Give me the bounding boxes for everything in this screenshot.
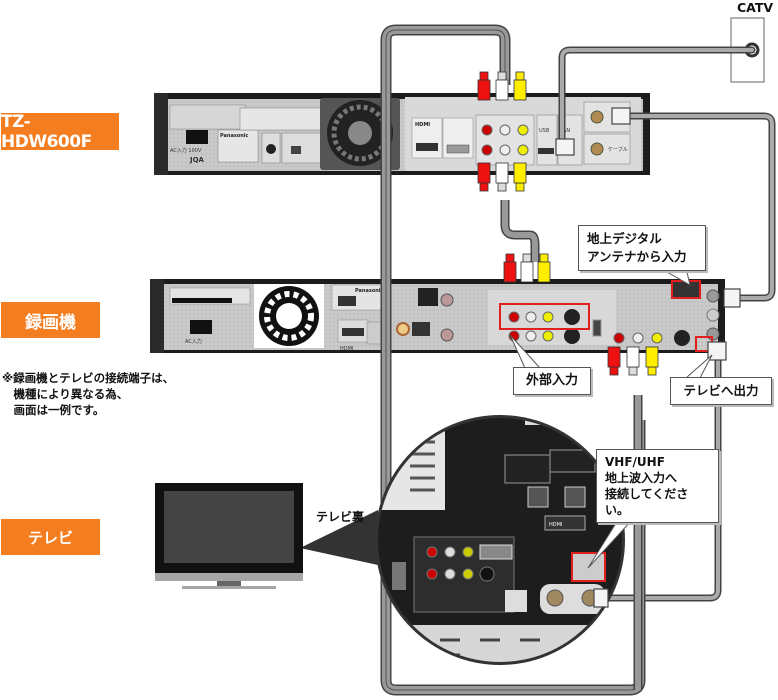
hdmi-port-icon [564,486,586,508]
tv-label: テレビ [1,519,100,555]
callout-vhf-uhf: VHF/UHF 地上波入力へ 接続してください。 [596,449,719,523]
coax-cables [558,46,776,602]
rca-plug [645,346,659,376]
svg-text:JQA: JQA [189,156,205,164]
player-label: TZ-HDW600F [1,111,119,152]
svg-text:Panasonic: Panasonic [355,288,384,294]
callout-line: 接続してください。 [605,487,689,517]
svg-text:HDMI: HDMI [415,122,430,128]
tv-back-label: テレビ裏 [316,510,365,524]
hdmi-port-icon [527,486,549,508]
svg-text:Panasonic: Panasonic [220,133,249,139]
av-cable-short [500,200,540,262]
rca-plug [626,346,640,376]
rca-plug [537,253,551,283]
ac-inlet-icon [186,130,208,144]
rca-plug [477,162,491,192]
callout-line: 地上波入力へ [605,471,678,485]
hdmi-port-icon [342,328,364,336]
rca-plug [513,71,527,101]
external-input-highlight [499,303,590,330]
recorder-label-text: 録画機 [25,312,76,333]
coax-connectors [555,107,741,361]
rca-plug [495,162,509,192]
tv-label-text: テレビ [27,528,73,547]
rca-plug [503,253,517,283]
recorder-device: AC入力 Panasonic HDMI [150,279,725,353]
callout-tv-output: テレビへ出力 [670,377,772,405]
callout-antenna-input: 地上デジタル アンテナから入力 [578,225,706,271]
rca-plug [513,162,527,192]
rca-plug [477,71,491,101]
antenna-in-highlight [671,280,701,299]
recorder-label: 録画機 [1,302,100,338]
catv-label: CATV [737,0,774,15]
svg-text:AC入力 100V: AC入力 100V [170,147,202,154]
svg-text:HDMI: HDMI [340,346,353,352]
callout-line: アンテナから入力 [587,249,687,264]
note-line: 機種により異なる為、 [2,387,129,401]
callout-external-input: 外部入力 [513,367,591,395]
ac-inlet-icon [190,320,212,334]
note-line: 画面は一例です。 [2,403,105,417]
rca-plug [607,346,621,376]
disclaimer-note: ※録画機とテレビの接続端子は、 機種により異なる為、 画面は一例です。 [2,370,174,418]
svg-text:AC入力: AC入力 [185,338,202,345]
recorder-av-jacks [508,309,580,344]
svg-text:HDMI: HDMI [549,522,562,528]
svg-text:ケーブル: ケーブル [608,146,628,153]
tv-screen [164,491,294,563]
rca-plug [495,71,509,101]
tv-rear-magnified: HDMI [300,415,625,665]
player-device: AC入力 100V JQA Panasonic HDMI USB [154,93,650,175]
hdmi-port-icon [416,143,438,151]
tv-av-jacks [426,546,495,582]
svg-text:USB: USB [539,128,550,134]
player-av-jacks [481,124,529,156]
callout-line: VHF/UHF [605,455,665,469]
player-label-text: TZ-HDW600F [1,111,92,152]
rca-plug [520,253,534,283]
tv-front [155,483,303,589]
callout-line: 地上デジタル [587,231,662,246]
note-line: ※録画機とテレビの接続端子は、 [2,371,175,385]
